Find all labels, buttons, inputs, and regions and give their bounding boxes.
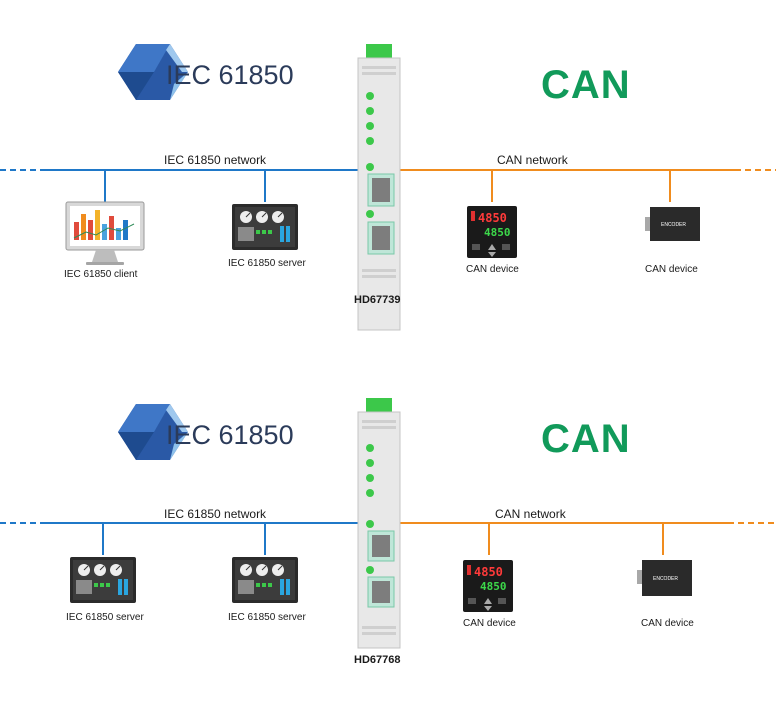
status-led — [366, 566, 374, 574]
status-led — [366, 92, 374, 100]
iec-61850-logo: IEC 61850 — [118, 404, 294, 460]
panel-2: IEC 61850 CAN IEC 61850 network CAN netw… — [0, 398, 776, 666]
can-network-label: CAN network — [497, 153, 569, 167]
can-network-label: CAN network — [495, 507, 567, 521]
can-network-line — [400, 169, 776, 202]
svg-text:ENCODER: ENCODER — [653, 576, 678, 582]
green-terminal-connector — [366, 398, 392, 412]
svg-text:4850: 4850 — [480, 580, 507, 593]
device-label-server-2: IEC 61850 server — [228, 612, 306, 623]
gateway-label: HD67739 — [354, 294, 400, 306]
svg-text:4850: 4850 — [484, 226, 511, 239]
status-led — [366, 107, 374, 115]
iec-logo-text: IEC 61850 — [166, 420, 294, 450]
encoder-icon: ENCODER — [645, 207, 700, 241]
gateway-device — [357, 44, 401, 331]
hmi-panel-icon — [232, 204, 298, 250]
monitor-icon — [65, 201, 145, 265]
encoder-icon: ENCODER — [637, 560, 692, 596]
gateway-device — [357, 398, 401, 649]
svg-text:4850: 4850 — [474, 565, 503, 579]
can-logo-text: CAN — [541, 417, 631, 461]
can-network-line — [400, 522, 776, 555]
status-led — [366, 137, 374, 145]
iec-network-line — [0, 522, 358, 555]
iec-network-line — [0, 169, 358, 202]
device-label-can-1: CAN device — [466, 264, 519, 275]
can-logo-text: CAN — [541, 63, 631, 107]
hmi-panel-icon — [70, 557, 136, 603]
device-label-server-1: IEC 61850 server — [66, 612, 144, 623]
gateway-label: HD67768 — [354, 654, 400, 666]
device-label-can-1: CAN device — [463, 618, 516, 629]
device-label-can-2: CAN device — [645, 264, 698, 275]
device-label-can-2: CAN device — [641, 618, 694, 629]
status-led — [366, 210, 374, 218]
svg-text:4850: 4850 — [478, 211, 507, 225]
green-terminal-connector — [366, 44, 392, 58]
status-led — [366, 459, 374, 467]
device-label-server: IEC 61850 server — [228, 258, 306, 269]
svg-text:ENCODER: ENCODER — [661, 222, 686, 228]
iec-network-label: IEC 61850 network — [164, 507, 267, 521]
can-controller-icon: 4850 4850 — [467, 206, 517, 258]
device-label-client: IEC 61850 client — [64, 269, 138, 280]
status-led — [366, 163, 374, 171]
hmi-panel-icon — [232, 557, 298, 603]
iec-network-label: IEC 61850 network — [164, 153, 267, 167]
status-led — [366, 474, 374, 482]
can-controller-icon: 4850 4850 — [463, 560, 513, 612]
status-led — [366, 122, 374, 130]
iec-logo-text: IEC 61850 — [166, 60, 294, 90]
status-led — [366, 444, 374, 452]
panel-1: IEC 61850 CAN IEC 61850 network CAN netw… — [0, 44, 776, 331]
status-led — [366, 489, 374, 497]
status-led — [366, 520, 374, 528]
iec-61850-logo: IEC 61850 — [118, 44, 294, 100]
